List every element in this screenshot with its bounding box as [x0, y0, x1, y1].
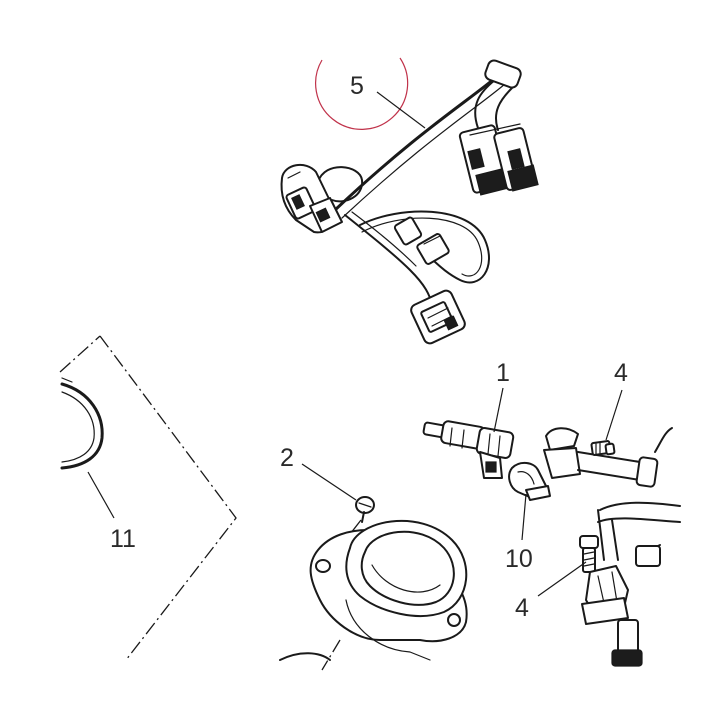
callout-10: 10	[505, 545, 533, 573]
mounting-bracket	[581, 565, 643, 667]
leader-11	[87, 471, 115, 519]
callout-2: 2	[280, 444, 294, 472]
bolt-lower[interactable]	[579, 535, 599, 573]
retaining-clip[interactable]	[508, 462, 551, 501]
leader-5	[376, 91, 426, 129]
leader-2	[301, 463, 357, 501]
harness-connector-bottom	[410, 289, 466, 345]
o-ring[interactable]	[60, 377, 104, 470]
screw[interactable]	[355, 496, 375, 523]
leader-1	[493, 387, 504, 433]
harness-connector-right	[458, 123, 539, 196]
highlight-circle	[315, 57, 409, 130]
fuel-injector[interactable]	[422, 420, 515, 479]
callout-11: 11	[110, 525, 136, 553]
callout-4-upper: 4	[614, 359, 628, 387]
callout-5: 5	[350, 72, 364, 100]
leader-4-lower	[537, 561, 587, 597]
fuel-rail	[543, 427, 681, 567]
callout-1: 1	[496, 359, 510, 387]
o-ring-phantom-outline	[99, 335, 237, 661]
callout-4-lower: 4	[515, 594, 529, 622]
bolt-upper[interactable]	[590, 440, 616, 456]
leader-10	[521, 493, 527, 541]
throttle-body-flange	[279, 519, 468, 671]
wiring-harness[interactable]	[280, 59, 539, 346]
harness-connector-left	[280, 163, 343, 234]
leader-4-upper	[605, 389, 623, 441]
o-ring-phantom-edge	[59, 335, 101, 373]
harness-connector-mid	[393, 216, 450, 265]
